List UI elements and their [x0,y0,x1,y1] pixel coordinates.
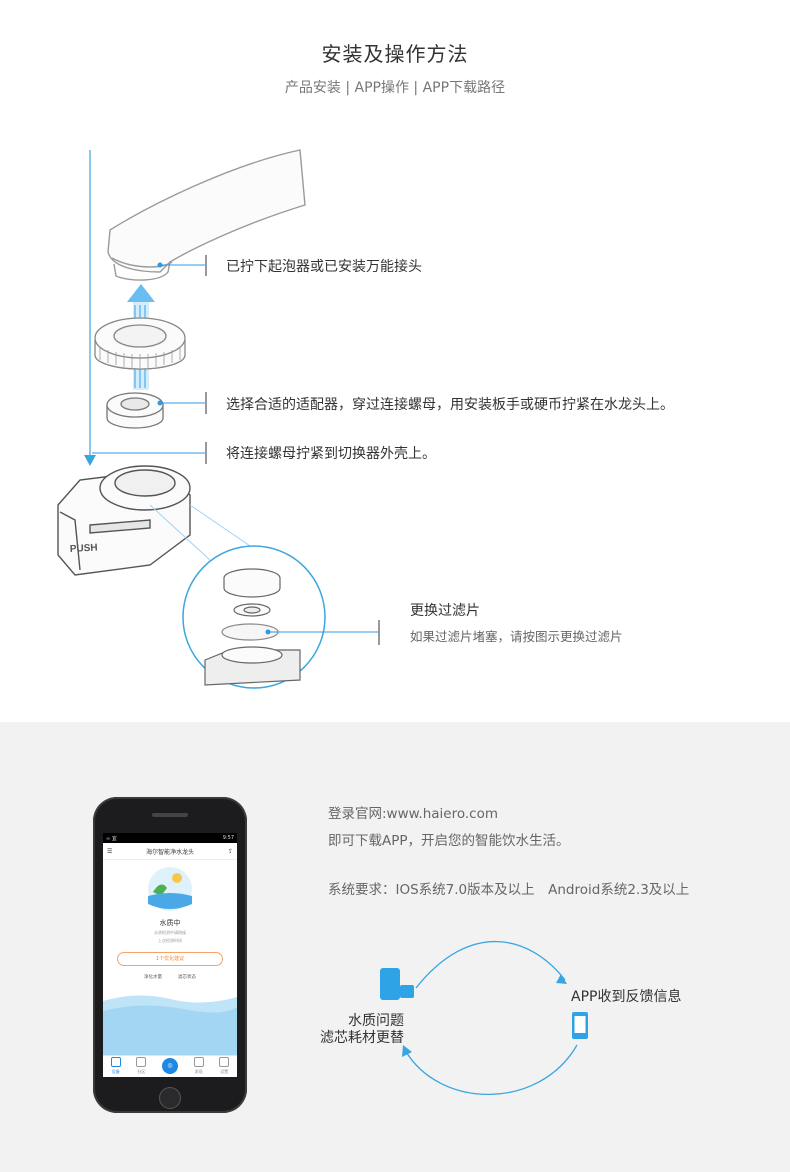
tab-device[interactable]: 设备 [110,1057,121,1075]
haier-logo-icon: ◎ [161,1058,178,1074]
community-icon [136,1057,147,1067]
water-status: 水质中 [159,919,181,927]
wave-decoration [103,995,237,1055]
push-label: PUSH [70,543,98,555]
suggestion-button[interactable]: 1个优化建议 [117,952,223,966]
adapter-drawing [106,392,164,429]
cycle-label-app-feedback: APP收到反馈信息 [571,989,682,1005]
step2-text: 选择合适的适配器，穿过连接螺母，用安装板手或硬币拧紧在水龙头上。 [226,397,674,413]
cycle-label-water-quality: 水质问题 [348,1013,404,1029]
status-note-2: 上次检测时间 [158,938,182,943]
menu-icon[interactable]: ☰ [107,847,113,855]
diverter-housing-drawing [57,465,191,576]
app-header: ☰ 海尔智能净水龙头 ⇪ [103,843,237,860]
status-note-1: 水质检测中请稍候 [154,930,186,935]
app-metrics: 净化水量 滤芯状态 [103,974,237,980]
app-title: 海尔智能净水龙头 [146,848,195,856]
phone-speaker [152,813,188,817]
faucet-drawing [107,149,306,281]
device-icon [110,1057,121,1067]
download-text: 即可下载APP，开启您的智能饮水生活。 [328,833,570,849]
app-tab-bar: 设备 社区 ◎ 发现 设置 [103,1055,237,1077]
page-subtitle: 产品安装 | APP操作 | APP下载路径 [284,80,506,96]
installation-illustration: PUSH [57,149,380,689]
status-left: ∞ 宜 [106,835,117,842]
requirements-text: 系统要求：IOS系统7.0版本及以上 Android系统2.3及以上 [328,882,690,898]
tab-home-center[interactable]: ◎ [161,1058,178,1075]
page-title: 安装及操作方法 [321,42,469,66]
step1-text: 已拧下起泡器或已安装万能接头 [226,259,422,275]
tab-community[interactable]: 社区 [136,1057,147,1075]
gear-icon [219,1057,230,1067]
share-icon[interactable]: ⇪ [227,847,233,855]
tab-discover[interactable]: 发现 [193,1057,204,1075]
metric-purified-water[interactable]: 净化水量 [144,975,162,980]
status-bar: ∞ 宜 9:57 [103,833,237,843]
metric-filter-status[interactable]: 滤芯状态 [178,975,196,980]
filter-zoom-circle [182,545,326,689]
phone-home-button [159,1087,181,1109]
status-time: 9:57 [222,835,234,841]
tab-settings[interactable]: 设置 [219,1057,230,1075]
water-scene-icon [148,867,192,911]
filter-title: 更换过滤片 [410,603,480,619]
website-text: 登录官网:www.haiero.com [328,806,499,822]
phone-mockup: ∞ 宜 9:57 ☰ 海尔智能净水龙头 ⇪ 水质中 水质检测中请稍候 上次检测时… [93,797,247,1113]
filter-description: 如果过滤片堵塞，请按图示更换过滤片 [410,629,623,644]
cycle-label-filter-replace: 滤芯耗材更替 [320,1030,404,1046]
phone-screen: ∞ 宜 9:57 ☰ 海尔智能净水龙头 ⇪ 水质中 水质检测中请稍候 上次检测时… [103,833,237,1077]
discover-icon [193,1057,204,1067]
step3-text: 将连接螺母拧紧到切换器外壳上。 [226,446,436,462]
